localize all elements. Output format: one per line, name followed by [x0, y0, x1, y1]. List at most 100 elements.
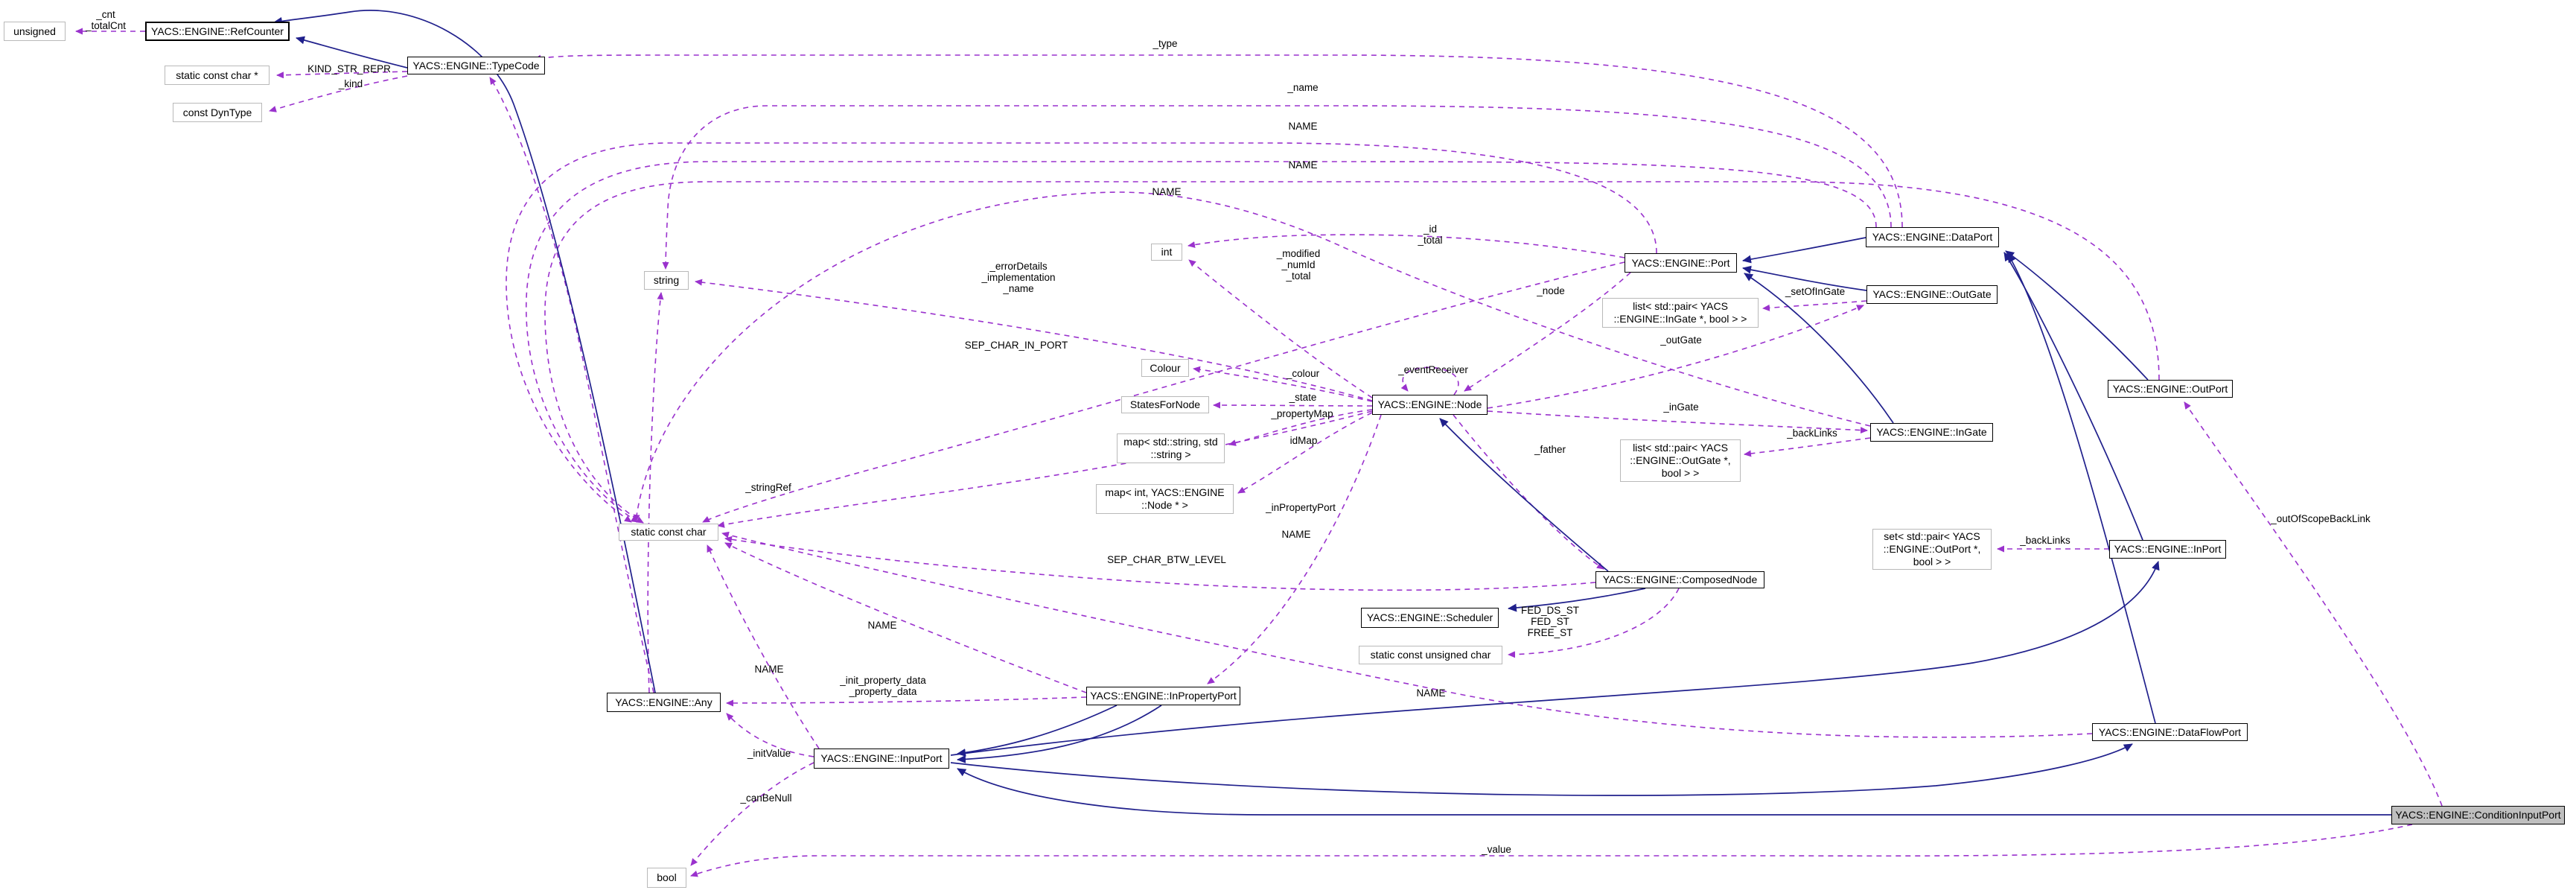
edge-label-name6: NAME — [754, 664, 783, 675]
edge-label-setofingate: _setOfInGate — [1785, 286, 1845, 297]
inherit-inpropertyport-inputport-a — [957, 705, 1118, 757]
class-node-dataport[interactable]: YACS::ENGINE::DataPort — [1866, 227, 1999, 247]
usage-state — [1213, 401, 1373, 409]
usage-type-dataport-typecode — [534, 54, 1903, 228]
edge-label-line: _id — [1423, 223, 1437, 235]
edge-label-modified-numid-total: _modified_numId_total — [1277, 248, 1321, 282]
node-label-line: const DynType — [182, 106, 252, 118]
class-node-port[interactable]: YACS::ENGINE::Port — [1625, 253, 1737, 273]
inherit-dataport-port — [1742, 237, 1866, 264]
inherit-typecode-refcounter — [296, 36, 408, 69]
class-node-any[interactable]: YACS::ENGINE::Any — [607, 693, 721, 712]
node-label-line: YACS::ENGINE::ComposedNode — [1602, 573, 1758, 585]
node-label-line: YACS::ENGINE::Scheduler — [1366, 611, 1493, 623]
edge-label-line: _type — [1152, 38, 1178, 49]
usage-idmap — [1237, 412, 1373, 494]
inherit-ingate-port — [1744, 273, 1894, 424]
edge-label-line: _totalCnt — [85, 20, 127, 31]
edge-label-line: _errorDetails — [989, 261, 1048, 272]
node-label-line: bool > > — [1661, 467, 1700, 479]
class-node-dataflowport[interactable]: YACS::ENGINE::DataFlowPort — [2092, 723, 2248, 741]
node-label-line: unsigned — [13, 25, 56, 37]
edge-label-line: _node — [1537, 285, 1565, 296]
edge-label-cnt-totalcnt: _cnt_totalCnt — [86, 9, 126, 31]
node-label-line: static const char — [631, 526, 707, 538]
usage-kind-str-repr — [276, 71, 408, 79]
class-node-scheduler[interactable]: YACS::ENGINE::Scheduler — [1361, 608, 1499, 628]
edge-label-line: FED_ST — [1531, 616, 1569, 627]
class-node-inport[interactable]: YACS::ENGINE::InPort — [2109, 540, 2226, 559]
node-label-line: YACS::ENGINE::OutGate — [1872, 288, 1992, 300]
class-node-outgate[interactable]: YACS::ENGINE::OutGate — [1866, 285, 1998, 304]
node-label-line: YACS::ENGINE::InPort — [2114, 543, 2222, 555]
edge-label-line: NAME — [754, 664, 784, 675]
usage-errordetails — [695, 279, 1373, 401]
edge-label-ingate-lbl: _inGate — [1663, 401, 1698, 413]
type-node-const-dyntype: const DynType — [173, 103, 262, 122]
node-label-line: Colour — [1150, 361, 1181, 374]
edge-label-name-mid: NAME — [1281, 529, 1310, 540]
usage-setofingate — [1762, 300, 1867, 311]
edge-label-id-total: _id_total — [1418, 223, 1442, 246]
inherit-any-refcounter — [273, 10, 656, 693]
node-label-line: static const unsigned char — [1370, 649, 1491, 661]
usage-sep-char-in-port — [702, 261, 1625, 523]
usage-canbenull — [690, 762, 814, 866]
inherit-conditioninputport-inputport — [957, 768, 2391, 816]
usage-modified — [1188, 259, 1373, 398]
usage-name-ingate-scc — [633, 191, 1871, 522]
usage-id-total — [1187, 234, 1625, 258]
edge-label-line: SEP_CHAR_IN_PORT — [964, 340, 1068, 351]
edge-label-line: idMap — [1289, 435, 1318, 446]
usage-value — [690, 824, 2413, 877]
class-node-typecode[interactable]: YACS::ENGINE::TypeCode — [407, 57, 545, 74]
edge-label-line: NAME — [867, 620, 897, 631]
edge-label-kind-str-repr: KIND_STR_REPR — [307, 63, 391, 74]
type-node-static-const-uchar: static const unsigned char — [1359, 646, 1502, 664]
node-label-line: YACS::ENGINE::Any — [615, 696, 712, 708]
usage-name-dataport-scc — [526, 161, 1877, 523]
node-label-line: ::ENGINE::InGate *, bool > > — [1613, 313, 1747, 325]
edge-label-sep-char-in-port: SEP_CHAR_IN_PORT — [965, 340, 1068, 351]
node-label-line: YACS::ENGINE::ConditionInputPort — [2395, 809, 2561, 821]
class-node-conditioninputport[interactable]: YACS::ENGINE::ConditionInputPort — [2391, 806, 2565, 824]
class-node-inputport[interactable]: YACS::ENGINE::InputPort — [814, 749, 949, 769]
inherit-inport-dataport — [2003, 252, 2143, 541]
edge-label-line: _canBeNull — [740, 792, 792, 804]
class-node-ingate[interactable]: YACS::ENGINE::InGate — [1870, 423, 1993, 442]
edge-label-line: FED_DS_ST — [1520, 605, 1580, 616]
node-label-line: YACS::ENGINE::OutPort — [2112, 382, 2228, 395]
usage-kind — [269, 75, 408, 112]
node-label-line: static const char * — [176, 69, 258, 81]
type-node-statesfornode: StatesForNode — [1121, 396, 1209, 413]
edge-label-stringref: _stringRef — [745, 482, 791, 493]
edge-label-line: NAME — [1288, 121, 1318, 132]
usage-node — [1464, 272, 1631, 392]
class-node-inpropertyport[interactable]: YACS::ENGINE::InPropertyPort — [1086, 687, 1240, 705]
class-node-refcounter[interactable]: YACS::ENGINE::RefCounter — [145, 22, 290, 41]
edge-label-line: _colour — [1286, 368, 1320, 379]
node-label-line: list< std::pair< YACS — [1633, 442, 1728, 454]
class-node-outport[interactable]: YACS::ENGINE::OutPort — [2108, 380, 2233, 398]
node-label-line: int — [1161, 246, 1173, 258]
edge-label-errordetails: _errorDetails_implementation_name — [981, 261, 1055, 294]
edge-label-line: _father — [1534, 444, 1566, 455]
edge-label-propertymap: _propertyMap — [1271, 408, 1333, 419]
inherit-inputport-inport — [950, 561, 2160, 756]
usage-father — [1453, 414, 1604, 570]
edge-label-line: _name — [1003, 283, 1034, 294]
node-label-line: YACS::ENGINE::InPropertyPort — [1090, 690, 1237, 702]
edge-label-line: _kind — [338, 78, 363, 89]
usage-name-dataport-string — [662, 105, 1892, 270]
node-label-line: YACS::ENGINE::InGate — [1876, 426, 1987, 438]
usage-eventreceiver — [1400, 366, 1459, 395]
type-node-string: string — [644, 271, 689, 290]
class-node-composednode[interactable]: YACS::ENGINE::ComposedNode — [1595, 571, 1764, 588]
node-label-line: YACS::ENGINE::InputPort — [820, 752, 943, 764]
usage-colour — [1193, 366, 1373, 402]
type-node-map-int-node: map< int, YACS::ENGINE::Node * > — [1096, 484, 1234, 514]
class-node-node[interactable]: YACS::ENGINE::Node — [1372, 395, 1488, 415]
edge-label-value: _value — [1482, 844, 1511, 855]
inherit-outgate-port — [1742, 265, 1867, 291]
